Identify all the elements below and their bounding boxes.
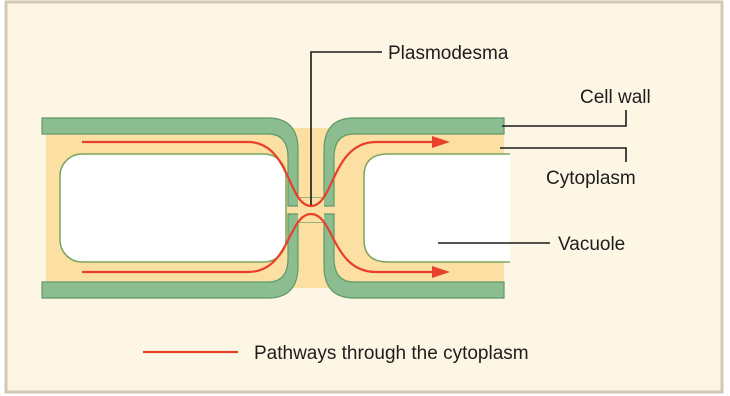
plasmodesma-label: Plasmodesma	[388, 43, 509, 64]
vacuole-left	[60, 154, 286, 262]
legend-label: Pathways through the cytoplasm	[254, 343, 529, 364]
vacuole-right	[364, 154, 510, 262]
cytoplasm-label: Cytoplasm	[546, 168, 636, 189]
vacuole-label: Vacuole	[558, 234, 625, 255]
cell-wall-label: Cell wall	[580, 87, 651, 108]
